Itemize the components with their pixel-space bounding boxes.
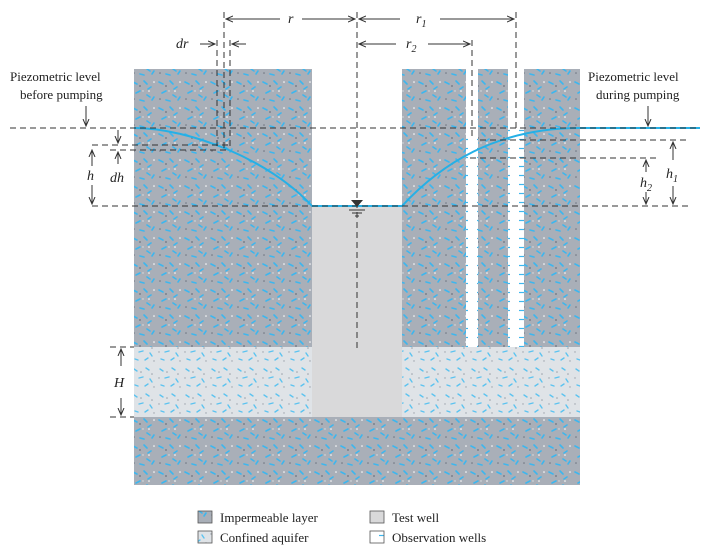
r1-label: r1 — [416, 12, 426, 30]
legend: Impermeable layer Confined aquifer Test … — [197, 510, 486, 545]
dh-label: dh — [110, 171, 124, 186]
r-label: r — [288, 12, 294, 27]
legend-test-well: Test well — [392, 510, 439, 525]
impermeable-layer-upper-right-b — [478, 69, 508, 347]
dr-label: dr — [176, 37, 189, 52]
impermeable-layer-upper-right-c — [524, 69, 580, 347]
legend-confined: Confined aquifer — [220, 530, 309, 545]
observation-well-2 — [508, 126, 524, 347]
legend-observation: Observation wells — [392, 530, 486, 545]
piezo-during-label-2: during pumping — [596, 87, 680, 102]
water-level-symbol — [351, 200, 363, 207]
impermeable-layer-lower — [134, 417, 580, 485]
h2-label: h2 — [640, 176, 652, 194]
legend-swatch-test-well — [369, 510, 385, 524]
legend-swatch-observation — [369, 530, 385, 544]
r2-label: r2 — [406, 37, 416, 55]
legend-swatch-impermeable — [197, 510, 213, 524]
legend-swatch-confined — [197, 530, 213, 544]
piezo-before-label-2: before pumping — [20, 87, 103, 102]
test-well — [312, 206, 402, 417]
H-label: H — [113, 376, 125, 391]
legend-impermeable: Impermeable layer — [220, 510, 318, 525]
h1-label: h1 — [666, 167, 678, 185]
piezo-during-label-1: Piezometric level — [588, 69, 679, 84]
h-label: h — [87, 169, 94, 184]
impermeable-layer-upper-left — [134, 69, 312, 347]
impermeable-layer-upper-right-a — [402, 69, 466, 347]
piezo-before-label-1: Piezometric level — [10, 69, 101, 84]
observation-well-1 — [466, 138, 478, 347]
